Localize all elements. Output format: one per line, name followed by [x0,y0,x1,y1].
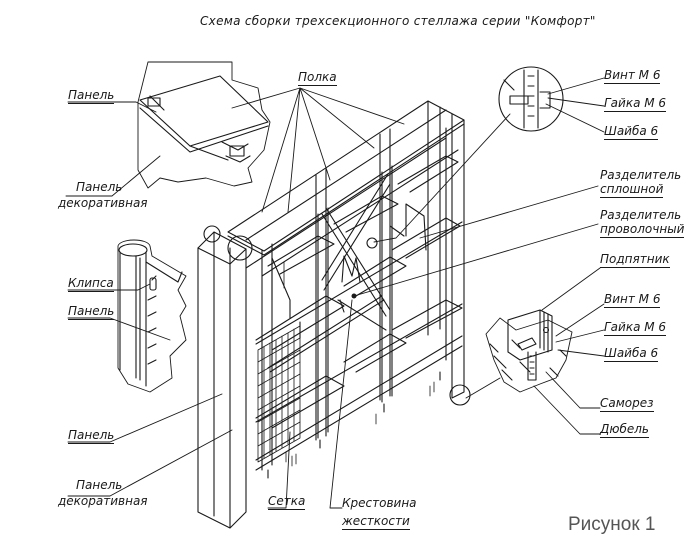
label-panel-top: Панель [68,88,115,104]
detail-marker-foot [449,384,471,406]
label-shelf: Полка [298,70,337,86]
bottom-rail [255,335,463,479]
figure-caption: Рисунок 1 [568,514,656,535]
label-wire-divider-1: Разделитель [600,208,682,222]
inset-clip-detail [117,239,187,393]
label-screw-bottom: Винт М 6 [604,292,661,308]
detail-marker-left [203,225,221,243]
label-panel-low: Панель [68,428,115,444]
label-nut-bottom: Гайка М 6 [604,320,667,336]
label-wire-divider-2: проволочный [600,222,685,238]
label-self-tapping-screw: Саморез [600,396,654,412]
label-dowel: Дюбель [600,422,650,438]
label-solid-divider-2: сплошной [600,182,664,198]
label-decorative-panel-bottom-1: Панель [76,478,123,492]
inset-foot-detail [485,309,573,393]
label-solid-divider-1: Разделитель [600,168,682,182]
label-screw-top: Винт М 6 [604,68,661,84]
front-decorative-panel [197,231,247,529]
cross-brace [267,173,391,373]
label-panel-mid: Панель [68,304,115,320]
label-decorative-panel-top-1: Панель [76,180,123,194]
label-clip: Клипса [68,276,114,292]
divider-plates [271,203,427,319]
shelf-level-1 [245,137,459,277]
label-brace-2: жесткости [342,514,410,530]
leader-lines [65,77,605,509]
back-wall [283,261,435,467]
inset-panel-detail [137,61,271,189]
label-mesh: Сетка [268,494,306,510]
shelf-level-2 [255,217,463,351]
label-foot-pad: Подпятник [600,252,670,268]
label-washer-bottom: Шайба 6 [604,346,659,362]
rack [197,100,471,529]
detail-marker-mid [227,235,253,261]
diagram-title: Схема сборки трехсекционного стеллажа се… [200,14,596,28]
label-washer-top: Шайба 6 [604,124,659,140]
mesh-grid [257,325,301,463]
inset-screw-detail [498,66,564,132]
label-brace-1: Крестовина [342,496,417,510]
back-posts [315,100,465,441]
shelf-level-3 [255,299,463,429]
label-decorative-panel-top-2: декоративная [58,196,148,210]
label-decorative-panel-bottom-2: декоративная [58,494,148,508]
label-nut-top: Гайка М 6 [604,96,667,112]
detail-marker-screw [366,237,378,249]
